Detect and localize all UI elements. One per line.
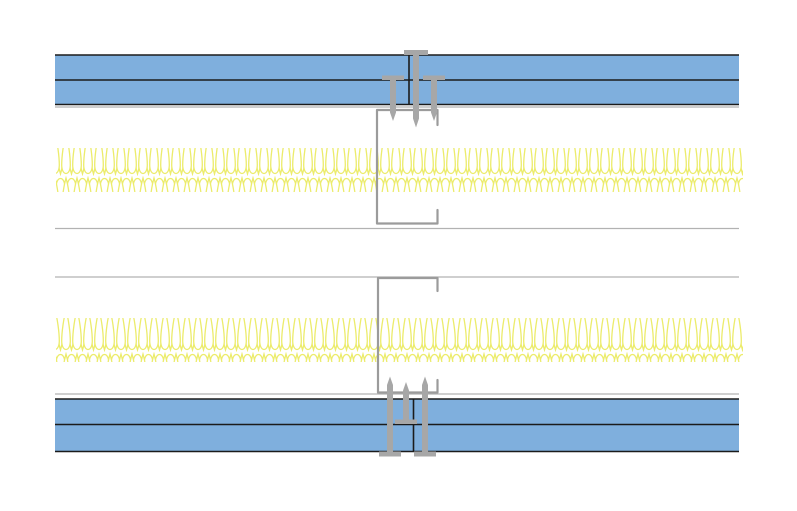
screw-top-left-short	[382, 75, 404, 121]
insulation-top	[56, 148, 743, 192]
screw-head	[379, 451, 401, 457]
plasterboard-top-inner	[55, 80, 739, 105]
screw-shaft	[390, 80, 396, 113]
c-stud-top	[375, 108, 439, 225]
screw-top-centre-long	[404, 50, 428, 128]
screw-shaft	[431, 80, 437, 113]
screw-head	[395, 419, 417, 424]
screw-shaft	[403, 390, 409, 424]
screw-shaft	[422, 385, 428, 452]
screw-tip	[431, 112, 437, 121]
screw-bottom-left-long	[379, 376, 401, 457]
screw-tip	[390, 112, 396, 121]
screw-head	[382, 75, 404, 80]
screw-tip	[403, 382, 409, 391]
screw-tip	[422, 376, 428, 385]
screw-head	[404, 50, 428, 55]
screw-bottom-centre-short	[395, 382, 417, 424]
screw-bottom-right-long	[414, 376, 436, 457]
screw-head	[414, 451, 436, 457]
screw-head	[423, 75, 445, 80]
screw-shaft	[413, 55, 419, 119]
screw-shaft	[387, 385, 393, 452]
c-stud-bottom	[376, 276, 439, 394]
screw-top-right-short	[423, 75, 445, 121]
plasterboard-bottom-outer	[55, 424, 739, 452]
insulation-bottom	[56, 318, 743, 362]
screw-tip	[387, 376, 393, 385]
screw-tip	[413, 118, 419, 128]
